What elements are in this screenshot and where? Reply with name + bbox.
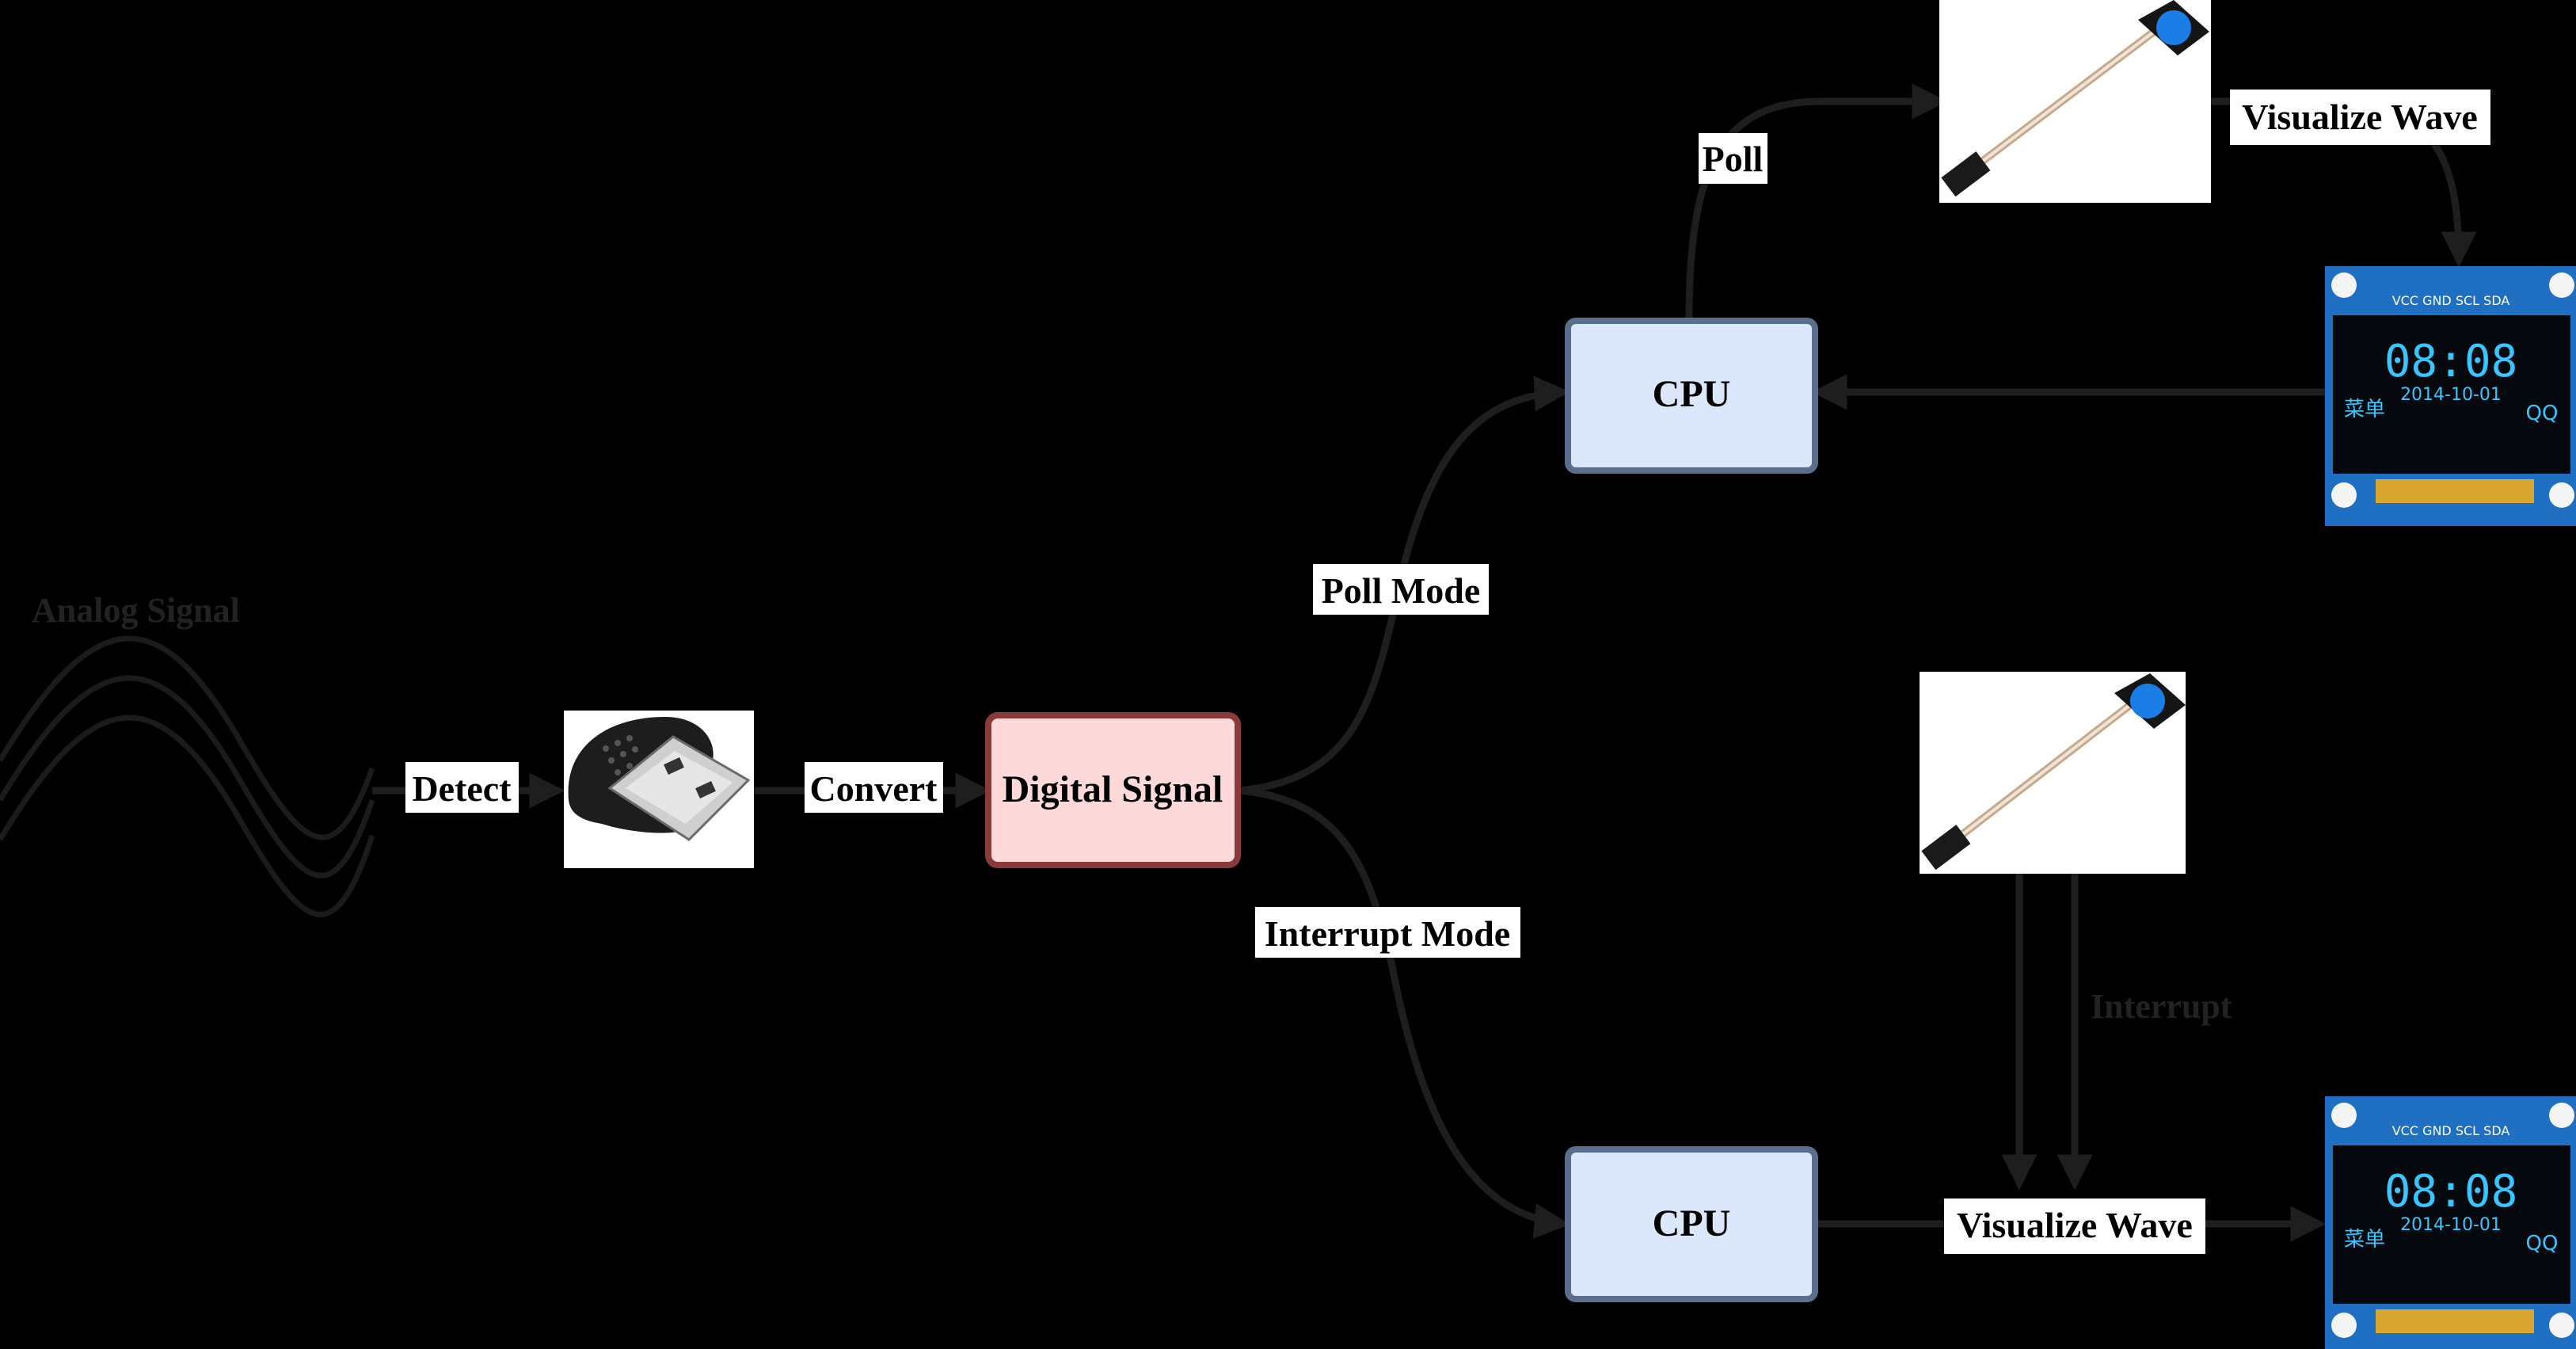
cpu-bottom-label: CPU <box>1653 1202 1731 1244</box>
edge-poll-mode <box>1239 375 1570 795</box>
oled-display-module-icon: VCC GND SCL SDA 08:08 2014-10-01 菜单 QQ <box>2325 266 2576 526</box>
svg-text:Interrupt Mode: Interrupt Mode <box>1265 913 1510 954</box>
edge-label-visualize-bottom: Visualize Wave <box>1944 1198 2205 1254</box>
usb-microphone-icon <box>564 711 754 868</box>
svg-text:08:08: 08:08 <box>2384 336 2518 387</box>
svg-text:08:08: 08:08 <box>2384 1166 2518 1218</box>
svg-text:Visualize Wave: Visualize Wave <box>2242 97 2478 137</box>
cpu-bottom-node <box>1565 1146 1818 1302</box>
svg-text:Poll Mode: Poll Mode <box>1322 570 1481 611</box>
membrane-pressure-sensor-icon <box>1939 0 2211 203</box>
analog-signal-waves <box>0 635 375 917</box>
oled-display-module-icon: VCC GND SCL SDA 08:08 2014-10-01 菜单 QQ <box>2325 1096 2576 1349</box>
edge-label-interrupt: Interrupt <box>2091 987 2232 1026</box>
membrane-pressure-sensor-icon <box>1920 672 2186 874</box>
svg-text:Convert: Convert <box>810 768 938 809</box>
edge-label-interrupt-mode: Interrupt Mode <box>1255 907 1520 958</box>
edge-label-detect: Detect <box>405 762 519 813</box>
svg-text:VCC GND SCL SDA: VCC GND SCL SDA <box>2392 293 2510 308</box>
svg-text:菜单: 菜单 <box>2344 1228 2385 1252</box>
edge-label-visualize-top: Visualize Wave <box>2230 90 2490 145</box>
svg-text:VCC GND SCL SDA: VCC GND SCL SDA <box>2392 1123 2510 1138</box>
svg-text:2014-10-01: 2014-10-01 <box>2400 1215 2502 1235</box>
connectors <box>372 83 2477 1242</box>
svg-text:2014-10-01: 2014-10-01 <box>2400 385 2502 405</box>
edge-label-convert: Convert <box>805 762 943 813</box>
analog-signal-label: Analog Signal <box>32 591 240 630</box>
svg-text:QQ: QQ <box>2526 1232 2559 1256</box>
svg-text:QQ: QQ <box>2526 402 2559 425</box>
svg-text:Detect: Detect <box>412 768 512 809</box>
digital-signal-node <box>985 712 1241 868</box>
cpu-top-node <box>1565 318 1818 474</box>
digital-signal-label: Digital Signal <box>1003 768 1223 810</box>
edge-label-poll: Poll <box>1699 133 1767 184</box>
svg-text:菜单: 菜单 <box>2344 398 2385 421</box>
cpu-top-label: CPU <box>1653 373 1731 415</box>
edge-interrupt-mode <box>1239 787 1570 1239</box>
edge-label-poll-mode: Poll Mode <box>1313 564 1489 615</box>
svg-text:Poll: Poll <box>1703 139 1764 179</box>
svg-text:Visualize Wave: Visualize Wave <box>1957 1205 2193 1245</box>
